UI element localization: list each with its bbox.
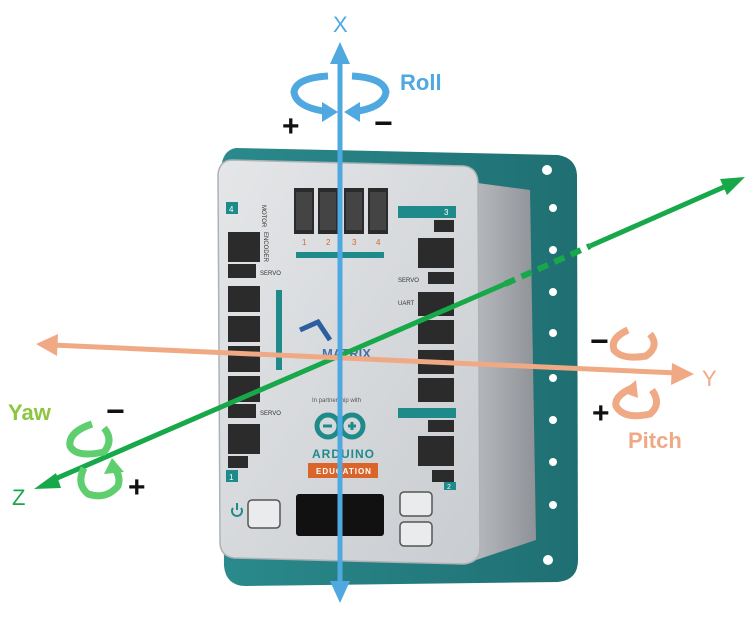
mounting-holes — [542, 165, 557, 565]
z-axis-label: Z — [12, 485, 25, 510]
pitch-minus-sign: − — [590, 323, 609, 359]
yaw-label: Yaw — [8, 400, 52, 425]
partner-text: In partnership with — [312, 398, 361, 404]
pitch-arc-lower — [612, 384, 660, 420]
top-port-number: 3 — [352, 238, 357, 247]
yaw-arc-lower — [77, 461, 123, 500]
power-button — [247, 499, 281, 529]
roll-minus-sign: − — [374, 105, 393, 141]
corner-number-3: 3 — [444, 208, 449, 217]
roll-plus-sign: + — [282, 110, 300, 143]
roll-arrowhead-right — [344, 102, 360, 122]
yaw-minus-sign: − — [106, 393, 125, 429]
brand-line-1: ARDUINO — [312, 447, 375, 461]
power-icon — [231, 503, 243, 517]
x-axis: X — [330, 12, 350, 603]
y-axis-arrowhead-left — [36, 334, 58, 356]
x-axis-label: X — [333, 12, 348, 37]
roll-rotation: Roll + − — [282, 70, 442, 143]
y-axis: Y — [36, 334, 717, 391]
z-axis-arrowhead-front — [34, 473, 61, 489]
top-port-number: 2 — [326, 238, 331, 247]
pitch-arrowhead — [622, 380, 638, 398]
corner-number-1: 1 — [229, 473, 234, 482]
pitch-rotation: Pitch − + — [590, 323, 682, 453]
top-port-number: 1 — [302, 238, 307, 247]
center-logo-area: MATRIX In partnership with ARDUINO EDUCA… — [298, 318, 378, 478]
brand-line-2: EDUCATION — [316, 467, 372, 476]
device-side-face — [470, 182, 536, 560]
roll-label: Roll — [400, 70, 442, 95]
device-front-panel — [217, 159, 481, 565]
z-axis-line-back — [588, 184, 726, 249]
label-motor: MOTOR — [260, 205, 266, 228]
button-lower — [399, 521, 433, 547]
top-port-number: 4 — [376, 238, 381, 247]
z-axis-line-front — [47, 281, 506, 485]
roll-arc-left — [290, 72, 331, 116]
z-axis-line-hidden — [503, 243, 592, 287]
label-uart: UART — [398, 301, 415, 307]
label-servo: SERVO — [260, 271, 281, 277]
controller-device: 1 2 3 4 4 MOTOR ENCODER SERVO SERVO 1 — [217, 148, 578, 586]
pitch-label: Pitch — [628, 428, 682, 453]
z-axis-arrowhead-back — [720, 177, 745, 195]
y-axis-arrowhead-right — [671, 363, 694, 385]
roll-arc-right — [351, 72, 390, 116]
corner-number-4: 4 — [229, 205, 234, 214]
label-servo: SERVO — [398, 278, 419, 284]
label-servo: SERVO — [260, 411, 281, 417]
pitch-arc-upper — [609, 326, 658, 361]
x-axis-arrowhead-top — [330, 42, 350, 64]
roll-arrowhead-left — [322, 102, 338, 122]
yaw-rotation: Yaw − + — [8, 393, 146, 504]
z-axis: Z — [12, 177, 745, 510]
yaw-arrowhead — [104, 458, 124, 474]
yaw-arc-upper — [66, 420, 113, 458]
yaw-plus-sign: + — [128, 471, 146, 504]
button-upper — [399, 491, 433, 517]
pitch-plus-sign: + — [592, 397, 610, 430]
x-axis-arrowhead-bottom — [330, 581, 350, 603]
corner-number-2: 2 — [447, 484, 451, 491]
y-axis-line — [51, 342, 679, 376]
right-port-column: 3 SERVO UART 2 — [398, 206, 456, 491]
label-encoder: ENCODER — [262, 232, 268, 263]
y-axis-label: Y — [702, 366, 717, 391]
